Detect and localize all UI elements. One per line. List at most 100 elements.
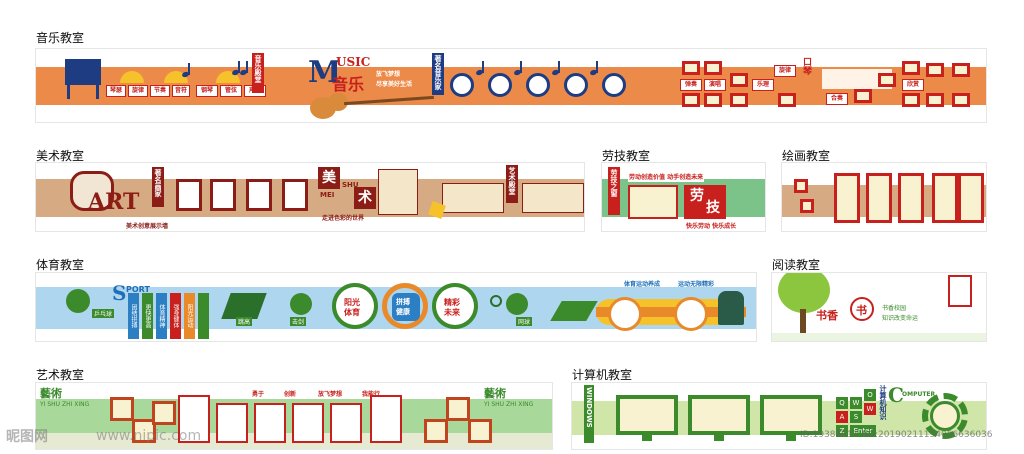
music-note-icon: [240, 61, 253, 75]
piano-keys-bar: [65, 81, 101, 85]
art-title-en-2: MEI: [320, 191, 335, 199]
piano-leg: [67, 85, 70, 99]
arts-board: [216, 403, 248, 443]
piano-icon: [65, 59, 101, 81]
sports-photo-circle: [674, 297, 708, 331]
labor-vertical: 劳技之窗: [608, 167, 620, 215]
arts-title-left: 藝術: [40, 387, 62, 400]
art-text-board: [378, 169, 418, 215]
labor-banner: 劳动创造价值 动手创造未来: [628, 171, 705, 182]
art-room-label: 美术教室: [36, 149, 85, 163]
art-title-cn-1: 美: [318, 167, 340, 189]
arts-board: [178, 395, 210, 443]
computer-logo-c: C: [888, 383, 904, 407]
music-frame: [682, 61, 700, 75]
music-tag: 节奏: [150, 85, 170, 97]
guitar-body-icon: [328, 93, 348, 111]
art-info-board: [442, 183, 504, 213]
reading-ground: [772, 333, 986, 341]
labor-big-2: 技: [706, 200, 720, 216]
music-right-tag: 旋律: [774, 65, 796, 77]
painting-frame: [898, 173, 924, 223]
painting-panel: [781, 162, 987, 232]
painting-frame: [834, 173, 860, 223]
monitor-icon: [688, 395, 750, 435]
labor-title-board: [684, 185, 726, 219]
tennis-player-icon: [506, 293, 528, 315]
music-tag: 旋律: [128, 85, 148, 97]
music-right-tag: 欣赏: [902, 79, 924, 91]
sports-ring-center: [392, 293, 420, 321]
sports-bar-fill: [198, 293, 209, 339]
sports-ring-inner: [336, 287, 374, 325]
music-right-tag: 演唱: [704, 79, 726, 91]
gear-icon: [922, 393, 968, 439]
painting-frame: [794, 179, 808, 193]
key-icon: W: [864, 403, 876, 415]
key-icon: Q: [836, 397, 848, 409]
music-note-icon: [182, 63, 195, 77]
monitor-icon: [760, 395, 822, 435]
art-logo-sub: 美术创意展示墙: [126, 223, 169, 230]
musician-portrait: [526, 73, 550, 97]
key-icon: S: [850, 411, 862, 423]
art-title-cn-2: 术: [354, 187, 376, 209]
sports-ring-inner: [436, 287, 474, 325]
arts-room-label: 艺术教室: [36, 368, 85, 382]
music-vertical-board: 音乐殿堂: [252, 53, 264, 93]
reading-stamp: 书: [856, 304, 867, 317]
sports-ring-text: 拼搏: [396, 298, 410, 306]
sports-bar: 团结拼搏: [128, 293, 139, 339]
sports-bar: 强身健体: [170, 293, 181, 339]
music-slogan-2: 尽享美好生活: [376, 81, 413, 88]
piano-leg: [96, 85, 99, 99]
music-frame: [778, 93, 796, 107]
sports-ring: [382, 283, 428, 329]
pingpong-player-icon: [66, 289, 90, 313]
labor-room-label: 劳技教室: [602, 149, 651, 163]
arts-board: [330, 403, 362, 443]
tree-trunk-icon: [800, 309, 806, 341]
music-frame: [926, 63, 944, 77]
fencing-icon: [290, 293, 312, 315]
monitor-stand-icon: [642, 435, 652, 441]
tree-crown-icon: [778, 273, 830, 313]
music-info-board: [822, 69, 892, 89]
arts-board: [254, 403, 286, 443]
labor-board: [628, 185, 678, 219]
key-icon: O: [864, 389, 876, 401]
arts-frame: [446, 397, 470, 421]
reading-sub-1: 书香校园: [882, 305, 907, 312]
sports-photo-circle: [608, 297, 642, 331]
enter-key-icon: Enter: [850, 425, 876, 437]
music-right-tag: 弹奏: [680, 79, 702, 91]
music-frame: [952, 63, 970, 77]
computer-logo-word: OMPUTER: [902, 391, 936, 398]
painter-portrait: [246, 179, 272, 211]
sports-ring-text: 体育: [344, 308, 360, 317]
painting-room-label: 绘画教室: [782, 149, 831, 163]
arts-board: [292, 403, 324, 443]
sports-bar: 体育精神: [156, 293, 167, 339]
sports-caption-2: 跳高: [236, 317, 253, 326]
music-frame: [926, 93, 944, 107]
musician-portrait: [450, 73, 474, 97]
music-note-icon: [476, 61, 489, 75]
music-slogan-1: 放飞梦想: [376, 71, 401, 78]
music-frame: [854, 89, 872, 103]
arts-panel: 藝術 YI SHU ZHI XING 勇于 创新 放飞梦想 我能行 藝術 YI …: [35, 382, 553, 450]
sports-stripe-orange: [596, 307, 746, 317]
music-note-icon: [514, 61, 527, 75]
musician-portrait: [564, 73, 588, 97]
art-slogan: 走进色彩的世界: [322, 215, 365, 222]
arts-frame: [110, 397, 134, 421]
painter-portrait: [176, 179, 202, 211]
reading-room-label: 阅读教室: [772, 258, 821, 272]
sun-icon: [120, 71, 144, 83]
sports-ring-text: 未来: [444, 308, 460, 317]
sports-ring-text: 健康: [396, 308, 410, 316]
reading-stamp-circle: [850, 297, 874, 321]
music-frame: [730, 93, 748, 107]
arts-title-right-sub: YI SHU ZHI XING: [484, 401, 534, 408]
music-tag: 音符: [172, 85, 190, 97]
